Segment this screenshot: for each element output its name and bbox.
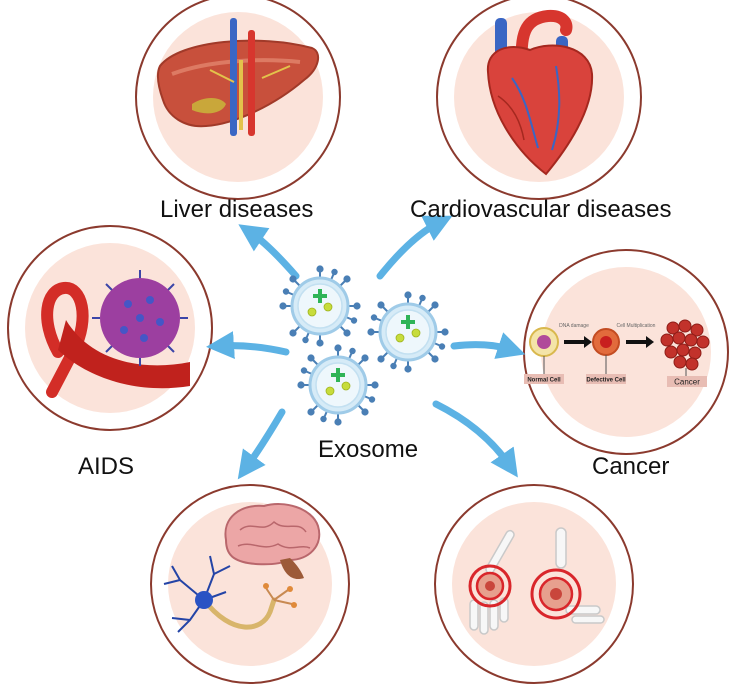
liver-panel — [135, 0, 341, 200]
arrow-to-cancer — [450, 332, 526, 359]
neuron-icon — [163, 555, 297, 633]
arrow-to-aids — [206, 331, 290, 360]
arrow-to-joint — [432, 400, 518, 478]
inflammation-icon — [468, 564, 582, 620]
liver-label: Liver diseases — [160, 196, 314, 223]
brain-icon — [224, 503, 321, 580]
arrow-to-neuro — [237, 408, 286, 480]
liver-icon — [156, 18, 320, 136]
arrow-to-liver — [238, 224, 300, 280]
virus-icon — [92, 270, 188, 366]
arrow-to-cardio — [376, 215, 453, 280]
exosome-label: Exosome — [318, 436, 419, 463]
neuro-panel — [150, 484, 350, 684]
cardio-panel — [436, 0, 642, 200]
normal-cell-label: Normal Cell — [527, 378, 561, 384]
joint-panel — [434, 484, 634, 684]
heart-icon — [486, 9, 594, 176]
cancer-label: Cancer — [592, 453, 670, 480]
dna-damage-label: DNA damage — [559, 323, 589, 329]
arrows — [206, 215, 526, 480]
cell-multiplication-label: Cell Multiplication — [617, 323, 656, 329]
aids-ribbon-icon — [41, 282, 190, 398]
cancer-stage-label: Cancer — [674, 378, 700, 387]
cancer-progression-icon: Normal Cell Defective Cell Cancer DNA da… — [524, 319, 710, 387]
cardio-label: Cardiovascular diseases — [410, 196, 672, 223]
cancer-panel: Normal Cell Defective Cell Cancer DNA da… — [523, 249, 729, 455]
exosome-top — [278, 264, 362, 348]
aids-panel — [7, 225, 213, 431]
aids-label: AIDS — [78, 453, 135, 480]
foot-bones-icon — [555, 527, 605, 624]
defective-cell-label: Defective Cell — [586, 378, 626, 384]
hand-bones-icon — [469, 529, 515, 635]
exosome-right — [366, 290, 450, 374]
exosome-cluster — [278, 264, 450, 427]
exosome-bottom — [296, 343, 380, 427]
